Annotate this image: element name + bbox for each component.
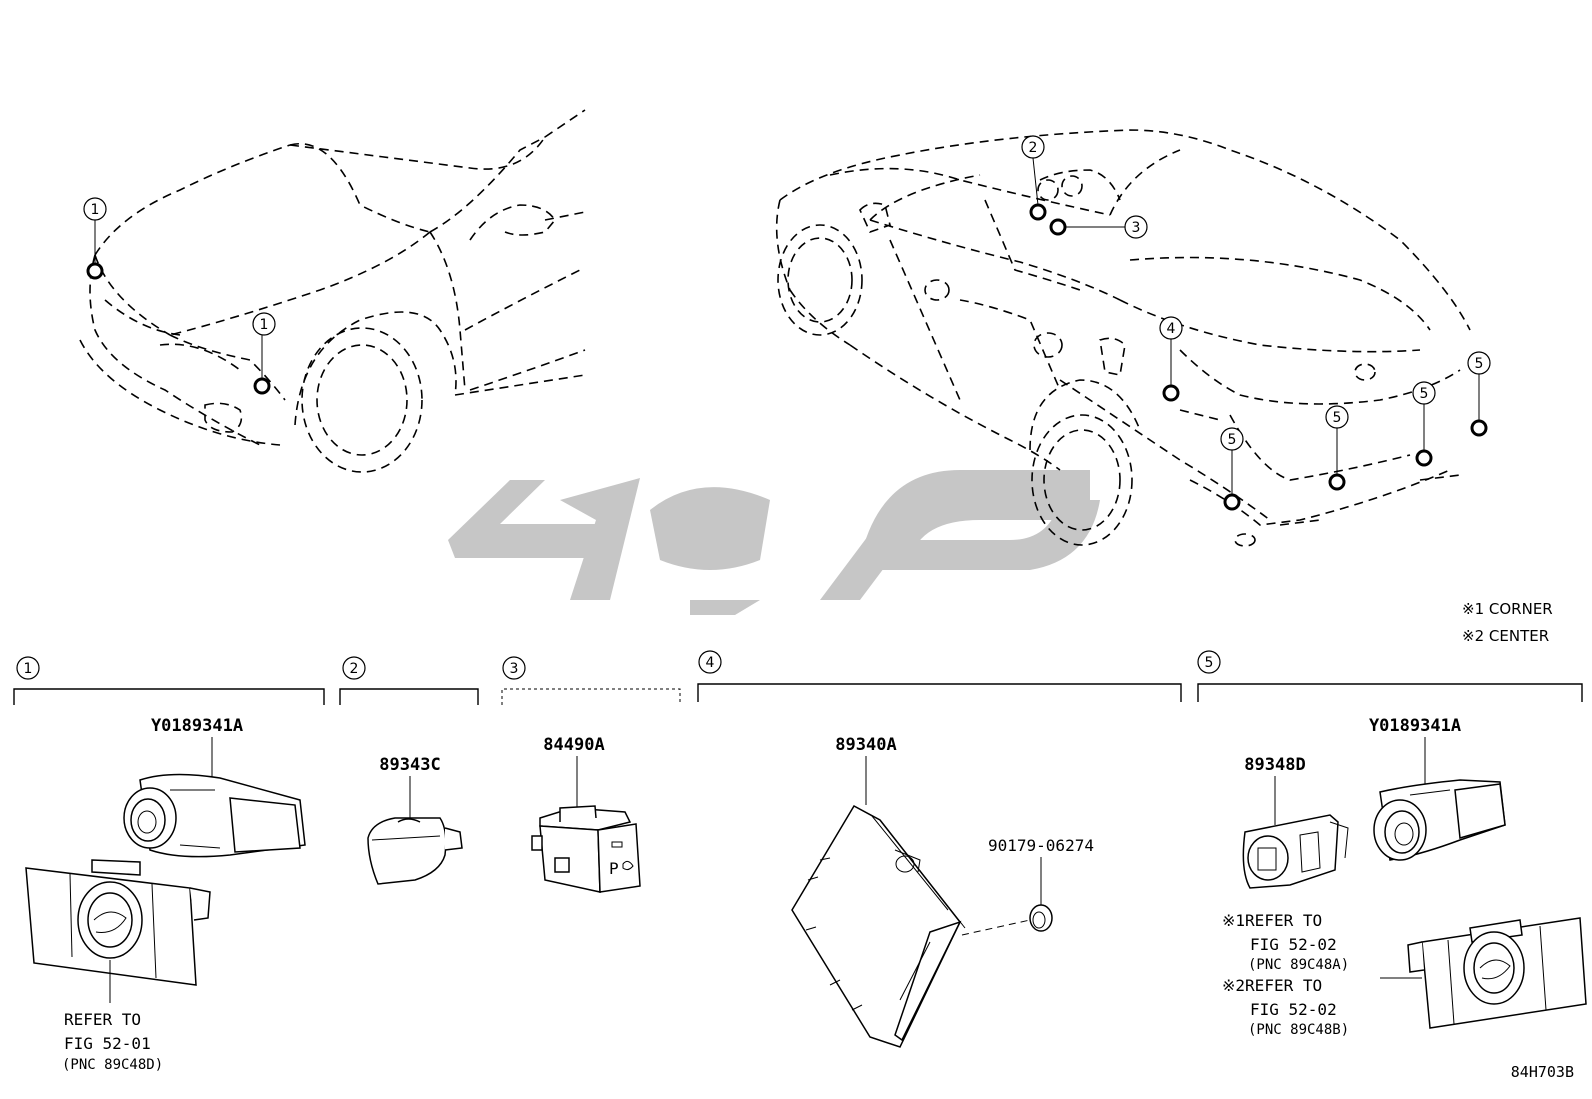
parking-sensor-switch: P — [531, 805, 641, 893]
callout-number: 3 — [1132, 220, 1141, 236]
switch-p-symbol: P — [609, 859, 619, 878]
svg-text:1: 1 — [24, 661, 33, 677]
location-dot-1 — [86, 262, 104, 280]
callout-circle: 2 — [1021, 135, 1045, 159]
location-dot-5 — [1223, 493, 1241, 511]
part-number-89348d: 89348D — [1244, 755, 1305, 775]
sensor-locations — [86, 157, 1488, 511]
location-dot-1 — [253, 377, 271, 395]
location-dot-4 — [1162, 384, 1180, 402]
ultrasonic-sensor — [123, 773, 306, 858]
legend-center: ※2 CENTER — [1462, 627, 1549, 645]
figure-reference: FIG 52-02 — [1250, 1000, 1337, 1019]
sensor-retainer — [25, 859, 211, 986]
callout-circle: 4 — [1159, 316, 1183, 340]
refer-center-text: ※2REFER TO — [1222, 976, 1322, 995]
part-number-89343c: 89343C — [379, 755, 440, 775]
pnc-reference: (PNC 89C48A) — [1248, 957, 1349, 973]
svg-text:2: 2 — [350, 661, 359, 677]
section-4-header: 4 — [697, 650, 1182, 702]
callout-number: 2 — [1029, 140, 1038, 156]
callout-number: 1 — [260, 317, 269, 333]
sensor-retainer — [1407, 917, 1587, 1029]
section-3-parts: 84490A P — [531, 735, 641, 893]
location-dot-2 — [1029, 203, 1047, 221]
part-number-y0189341a: Y0189341A — [151, 716, 243, 736]
figure-reference: FIG 52-01 — [64, 1034, 151, 1053]
callout-number: 1 — [91, 202, 100, 218]
section-5-header: 5 — [1197, 650, 1583, 702]
callout-markers: 1 1 2 3 4 5 5 5 5 — [83, 135, 1491, 451]
callout-number: 5 — [1228, 432, 1237, 448]
legend-corner: ※1 CORNER — [1462, 600, 1553, 618]
grommet-clip — [1029, 904, 1053, 932]
legend: ※1 CORNER ※2 CENTER — [1462, 600, 1553, 645]
sensor-cover-part — [367, 817, 463, 885]
callout-number: 5 — [1475, 356, 1484, 372]
svg-text:3: 3 — [510, 661, 519, 677]
section-2-header: 2 — [339, 656, 479, 705]
parking-assist-ecu — [791, 804, 966, 1048]
section-5-parts: 89348D Y0189341A — [1222, 716, 1587, 1038]
callout-number: 4 — [1167, 321, 1176, 337]
svg-text:5: 5 — [1205, 655, 1214, 671]
section-3-header: 3 — [501, 656, 681, 705]
ultrasonic-sensor — [1373, 779, 1506, 861]
callout-circle: 5 — [1467, 351, 1491, 375]
section-4-parts: 89340A 90179-06274 — [791, 735, 1094, 1048]
callout-circle: 1 — [83, 197, 107, 221]
location-dot-5 — [1470, 419, 1488, 437]
callout-circle: 3 — [1124, 215, 1148, 239]
callout-number: 5 — [1420, 386, 1429, 402]
section-1-header: 1 — [13, 656, 325, 705]
callout-circle: 5 — [1325, 405, 1349, 429]
front-car-illustration — [79, 109, 586, 473]
sensor-holder — [1242, 814, 1349, 889]
callout-number: 5 — [1333, 410, 1342, 426]
refer-corner-text: ※1REFER TO — [1222, 911, 1322, 930]
part-number-84490a: 84490A — [543, 735, 604, 755]
refer-to-text: REFER TO — [64, 1010, 141, 1029]
callout-circle: 1 — [252, 312, 276, 336]
section-brackets: 1 2 3 4 5 — [13, 650, 1583, 705]
location-dot-5 — [1328, 473, 1346, 491]
diagram-code: 84H703B — [1511, 1063, 1574, 1081]
figure-reference: FIG 52-02 — [1250, 935, 1337, 954]
watermark-logo — [448, 470, 1100, 615]
section-2-parts: 89343C — [367, 755, 463, 885]
rear-car-illustration — [775, 129, 1471, 547]
pnc-reference: (PNC 89C48D) — [62, 1057, 163, 1073]
pnc-reference: (PNC 89C48B) — [1248, 1022, 1349, 1038]
location-dot-3 — [1049, 218, 1067, 236]
callout-circle: 5 — [1412, 381, 1436, 405]
callout-circle: 5 — [1220, 427, 1244, 451]
part-number-90179-06274: 90179-06274 — [988, 836, 1094, 855]
section-1-parts: Y0189341A REFER TO FIG 52-01 (PNC 89C48D… — [25, 716, 306, 1073]
svg-text:4: 4 — [706, 655, 715, 671]
part-number-89340a: 89340A — [835, 735, 896, 755]
location-dot-5 — [1415, 449, 1433, 467]
part-number-y0189341a: Y0189341A — [1369, 716, 1461, 736]
